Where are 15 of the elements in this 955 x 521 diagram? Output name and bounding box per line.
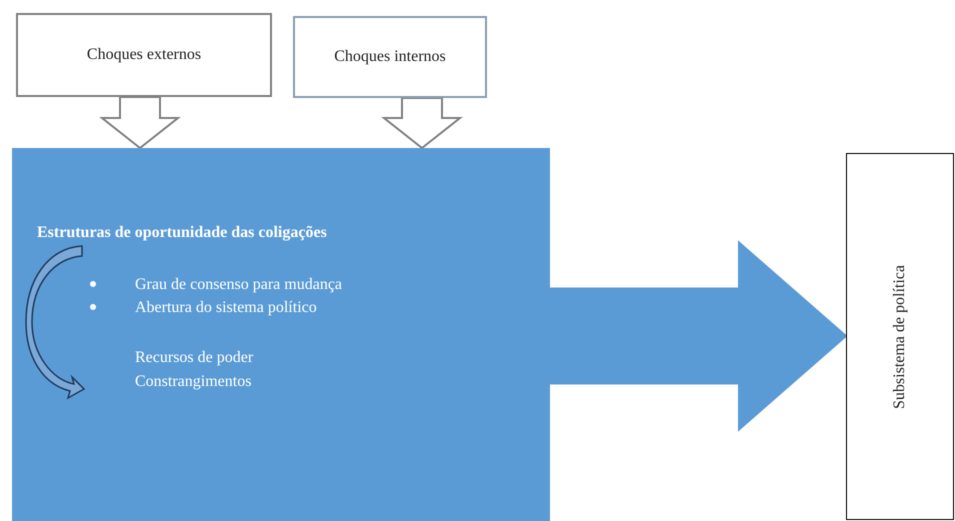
callout-text: Choques internos bbox=[334, 47, 446, 67]
panel-text: Recursos de poder bbox=[135, 348, 254, 368]
subsystem-label: Subsistema de política bbox=[890, 264, 909, 408]
callout-text: Choques externos bbox=[86, 45, 202, 65]
shock-callout-box bbox=[16, 13, 272, 97]
panel-text: Constrangimentos bbox=[135, 372, 252, 392]
panel-heading: Estruturas de oportunidade das coligações bbox=[37, 223, 327, 243]
subsystem-box bbox=[846, 153, 954, 520]
block-arrow bbox=[549, 240, 848, 432]
opportunity-structure-panel bbox=[12, 148, 550, 521]
bullet-text: Abertura do sistema político bbox=[135, 298, 317, 318]
shock-callout-box bbox=[293, 16, 487, 98]
block-arrow bbox=[99, 96, 181, 150]
bullet-text: Grau de consenso para mudança bbox=[135, 275, 342, 295]
block-arrow bbox=[381, 97, 463, 150]
